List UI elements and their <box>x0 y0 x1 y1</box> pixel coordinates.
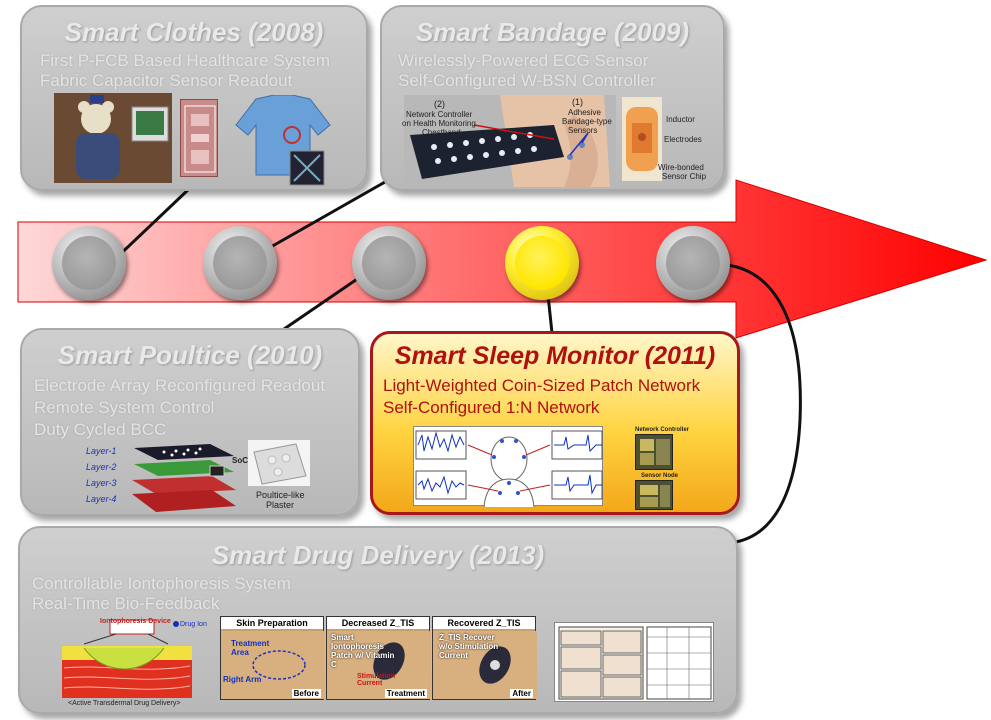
card-title: Smart Poultice (2010) <box>57 340 323 370</box>
card-line: Remote System Control <box>34 398 215 417</box>
device-label: Iontophoresis Device <box>100 618 171 625</box>
drug-ion-label: Drug Ion <box>180 621 207 628</box>
sleep-signal-figure <box>413 426 603 508</box>
card-smart-bandage: Smart Bandage (2009) Wirelessly-Powered … <box>380 5 725 191</box>
panel-text: Treatment Area <box>231 639 270 657</box>
card-title: Smart Sleep Monitor (2011) <box>394 342 716 370</box>
card-title: Smart Drug Delivery (2013) <box>211 540 545 570</box>
card-line: Fabric Capacitor Sensor Readout <box>40 71 293 90</box>
label-chip-2: Sensor Chip <box>662 172 707 181</box>
label-inductor: Inductor <box>666 115 695 124</box>
label-network-4: Chestband <box>422 128 461 137</box>
timeline-node-2009 <box>203 226 277 300</box>
sensor-node-label: Sensor Node <box>641 473 679 479</box>
transdermal-caption: <Active Transdermal Drug Delivery> <box>68 700 181 707</box>
panel-extra: Right Arm <box>223 675 262 684</box>
label-sensors-2: Adhesive <box>568 108 601 117</box>
panel-extra: Stimulation Current <box>357 673 396 687</box>
label-sensors-4: Sensors <box>568 126 598 135</box>
panel-head: Recovered Z_TIS <box>433 617 535 629</box>
skin-prep-panel: Skin Preparation Treatment Area Right Ar… <box>220 616 325 700</box>
card-line: Light-Weighted Coin-Sized Patch Network <box>383 376 701 395</box>
panel-foot: Before <box>291 689 321 698</box>
card-line: Controllable Iontophoresis System <box>32 574 291 593</box>
panel-text: Z_TIS Recover w/o Stimulation Current <box>439 633 499 660</box>
poultice-plaster-photo <box>248 440 310 486</box>
card-line: Self-Configured W-BSN Controller <box>398 71 656 90</box>
sensor-node-chip <box>635 480 673 510</box>
label-electrodes: Electrodes <box>664 135 702 144</box>
connector-sleep <box>546 294 554 334</box>
panel-head: Skin Preparation <box>221 617 323 629</box>
label-network-1: (2) <box>434 99 445 109</box>
connector-bandage <box>261 176 393 254</box>
fabric-circuit-board <box>180 99 218 177</box>
label-network-3: on Health Monitoring <box>402 119 476 128</box>
card-line: Real-Time Bio-Feedback <box>32 594 220 613</box>
label-sensors-1: (1) <box>572 97 583 107</box>
network-controller-label: Network Controller <box>635 427 690 433</box>
network-controller-chip <box>635 434 673 470</box>
smart-shirt-photo <box>234 94 332 187</box>
card-smart-clothes: Smart Clothes (2008) First P-FCB Based H… <box>20 5 368 191</box>
panel-text: Smart Iontophoresis Patch w/ Vitamin C <box>331 633 395 669</box>
plaster-label-1: Poultice-like <box>256 490 305 500</box>
timeline-node-2010 <box>352 226 426 300</box>
card-line: Wirelessly-Powered ECG Sensor <box>398 51 649 70</box>
connector-drug <box>699 263 802 544</box>
layer-label-1: Layer-1 <box>86 446 117 456</box>
treatment-panel: Decreased Z_TIS Smart Iontophoresis Patc… <box>326 616 431 700</box>
layer-label-4: Layer-4 <box>86 494 117 504</box>
timeline-node-2013 <box>656 226 730 300</box>
panel-foot: After <box>510 689 533 698</box>
chest-band-photo <box>404 95 616 187</box>
panel-head: Decreased Z_TIS <box>327 617 429 629</box>
soc-label: SoC <box>232 456 248 465</box>
card-line: Electrode Array Reconfigured Readout <box>34 376 326 395</box>
card-title: Smart Clothes (2008) <box>64 17 324 47</box>
chip-floorplan-table <box>554 622 714 702</box>
layer-label-3: Layer-3 <box>86 478 117 488</box>
recovered-panel: Recovered Z_TIS Z_TIS Recover w/o Stimul… <box>432 616 537 700</box>
plaster-label-2: Plaster <box>266 500 295 510</box>
teddy-bear-photo <box>54 93 172 183</box>
transdermal-diagram <box>44 616 210 706</box>
timeline-node-2008 <box>52 226 126 300</box>
connector-clothes <box>110 186 192 264</box>
label-sensors-3: Bandage-type <box>562 117 612 126</box>
label-network-2: Network Controller <box>406 110 473 119</box>
card-title: Smart Bandage (2009) <box>415 17 690 47</box>
card-line: Duty Cycled BCC <box>34 420 167 439</box>
card-smart-sleep-monitor: Smart Sleep Monitor (2011) Light-Weighte… <box>370 331 740 515</box>
card-smart-drug-delivery: Smart Drug Delivery (2013) Controllable … <box>18 526 738 714</box>
label-chip-1: Wire-bonded <box>658 163 704 172</box>
timeline-node-2011 <box>505 226 579 300</box>
panel-foot: Treatment <box>384 689 427 698</box>
card-line: Self-Configured 1:N Network <box>383 398 600 417</box>
bandage-sensor-photo <box>622 97 662 181</box>
electrode-layer-stack <box>114 442 242 514</box>
card-smart-poultice: Smart Poultice (2010) Electrode Array Re… <box>20 328 360 516</box>
card-line: First P-FCB Based Healthcare System <box>40 51 331 70</box>
layer-label-2: Layer-2 <box>86 462 117 472</box>
